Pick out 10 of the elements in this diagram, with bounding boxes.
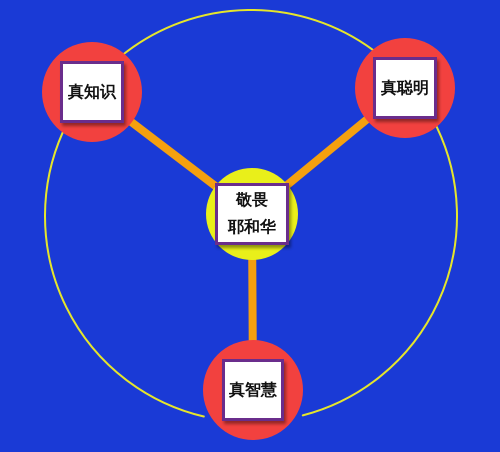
node-label: 真聪明 [381,78,429,98]
node-label: 真智慧 [229,380,277,400]
connector-line [284,116,370,189]
connector-line [128,118,220,190]
ring-arc [122,9,374,55]
node-label: 真知识 [68,82,116,102]
ring-arc [44,131,205,418]
node-label: 耶和华 [228,217,276,238]
node-label: 敬畏 [236,190,268,211]
ring-arc [302,125,458,416]
